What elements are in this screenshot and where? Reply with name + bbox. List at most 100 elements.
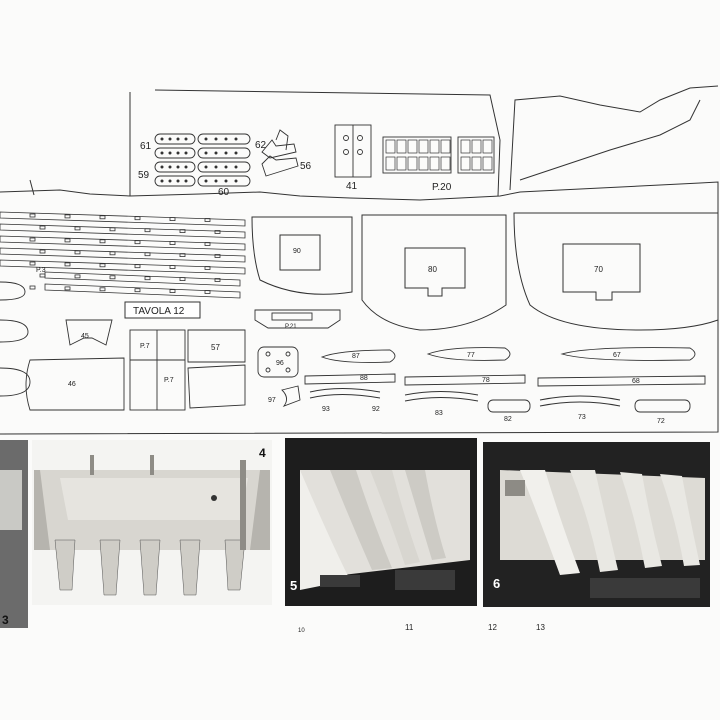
plank-slot [64, 238, 71, 243]
caption-13: 13 [536, 623, 545, 632]
plank-strip [0, 259, 246, 275]
plank-slot [144, 228, 151, 233]
plank-slot [214, 278, 221, 282]
plank-strip [0, 235, 246, 251]
plank-strip [0, 247, 246, 263]
label-87: 87 [352, 353, 360, 360]
p20-cell [396, 139, 407, 154]
plank-slot [179, 277, 186, 282]
photo-number-6: 6 [493, 576, 500, 591]
p20-cell [396, 156, 407, 171]
plank-slot [29, 213, 36, 218]
plank-slot [134, 288, 141, 293]
plank-slot [204, 218, 211, 222]
p20-cell [482, 156, 493, 171]
label-59: 59 [138, 170, 150, 181]
photo-number-4: 4 [259, 446, 266, 460]
plank-slot [74, 250, 81, 255]
p20-cell [460, 139, 471, 154]
plank-slot [64, 286, 71, 291]
label-62: 62 [255, 140, 267, 151]
plank-slot [29, 261, 36, 266]
label-90: 90 [293, 248, 301, 255]
label-93: 93 [322, 406, 330, 413]
plank-slot [214, 230, 221, 234]
label-p3: P.3 [36, 267, 46, 274]
label-83: 83 [435, 410, 443, 417]
label-97: 97 [268, 397, 276, 404]
plank-slot [29, 237, 36, 242]
frame-templates [251, 212, 719, 331]
label-46: 46 [68, 381, 76, 388]
part-41-shape [334, 124, 372, 178]
label-68: 68 [632, 378, 640, 385]
keel-strip-parts [304, 347, 706, 413]
label-92: 92 [372, 406, 380, 413]
plank-slot [179, 229, 186, 234]
label-70: 70 [594, 265, 603, 274]
label-88: 88 [360, 375, 368, 382]
plank-slot [99, 263, 106, 268]
plank-slot [39, 273, 46, 278]
part-p20-grid [382, 136, 495, 174]
plank-slot [144, 252, 151, 257]
label-72: 72 [657, 418, 665, 425]
plank-slot [169, 265, 176, 270]
label-p21: P.21 [285, 324, 297, 330]
label-96: 96 [276, 360, 284, 367]
p20-cell [471, 139, 482, 154]
plank-slot [109, 227, 116, 232]
p7-57-blocks [129, 329, 246, 411]
photo-strip [0, 438, 710, 628]
caption-11: 11 [405, 623, 414, 632]
p20-cell [418, 156, 429, 171]
label-80: 80 [428, 265, 437, 274]
plank-slot [204, 266, 211, 270]
label-56: 56 [300, 161, 312, 172]
label-p7-top: P.7 [140, 343, 150, 350]
label-57: 57 [211, 343, 220, 352]
p20-cell [440, 139, 451, 154]
small-parts-group-left [154, 129, 299, 187]
label-67: 67 [613, 352, 621, 359]
plank-slot [169, 289, 176, 294]
p20-cell [407, 156, 418, 171]
plank-slot [169, 217, 176, 222]
p20-cell [385, 156, 396, 171]
sheet-outline [0, 181, 719, 435]
plank-slot [64, 262, 71, 267]
label-60: 60 [218, 187, 230, 198]
caption-12: 12 [488, 623, 497, 632]
plank-slot [64, 214, 71, 219]
p20-cell [440, 156, 451, 171]
plank-strip [0, 211, 246, 227]
p20-cell [385, 139, 396, 154]
plank-slot [99, 215, 106, 220]
label-41: 41 [346, 181, 358, 192]
p20-cell [460, 156, 471, 171]
label-61: 61 [140, 141, 152, 152]
caption-10: 10 [298, 628, 305, 634]
label-45: 45 [81, 333, 89, 340]
label-p7-bottom: P.7 [164, 377, 174, 384]
plank-slot [204, 290, 211, 294]
plank-slot [169, 241, 176, 246]
plank-strips [0, 211, 246, 299]
plank-slot [29, 285, 36, 290]
p20-cell [407, 139, 418, 154]
p20-cell [429, 139, 440, 154]
plank-slot [134, 216, 141, 221]
plank-slot [74, 226, 81, 231]
sheet-title: TAVOLA 12 [133, 306, 185, 317]
photo-number-5: 5 [290, 578, 297, 593]
plank-slot [99, 287, 106, 292]
tavola-title-box [124, 301, 201, 319]
p20-cell [429, 156, 440, 171]
small-parts-holes [160, 137, 238, 183]
label-78: 78 [482, 377, 490, 384]
label-p20: P.20 [432, 182, 452, 193]
plank-slot [144, 276, 151, 281]
photo-number-3: 3 [2, 613, 9, 627]
